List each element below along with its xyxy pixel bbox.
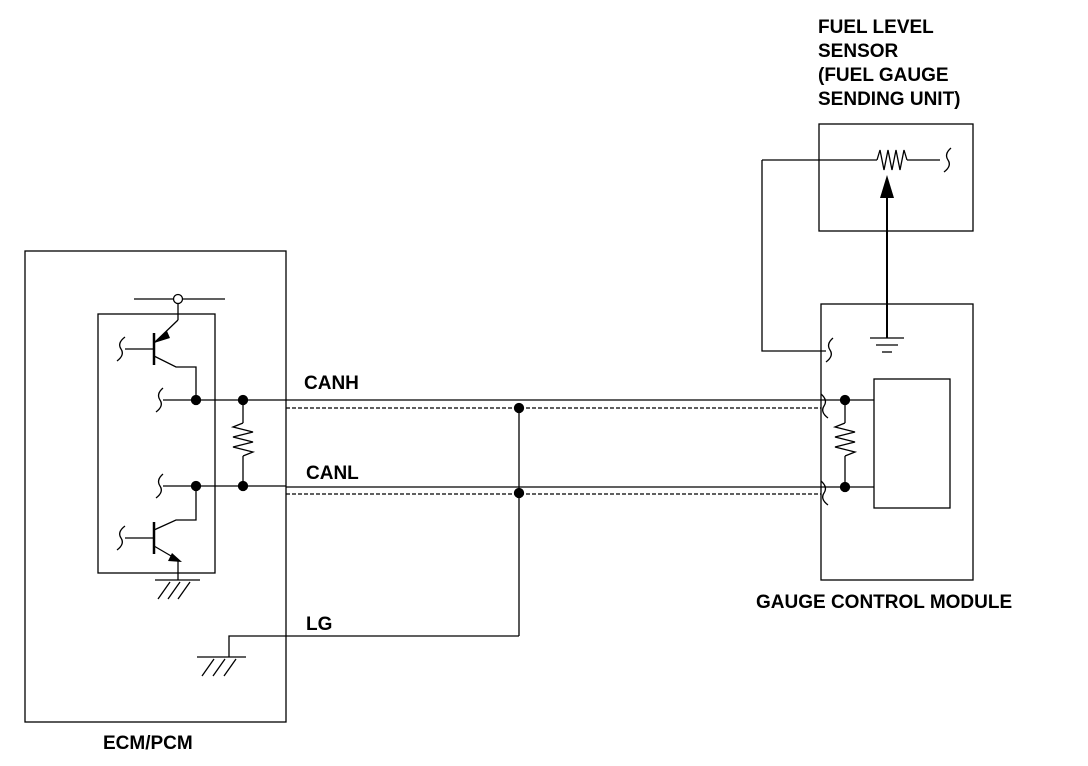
canl-label: CANL: [306, 463, 359, 484]
canh-internal-break-icon: [155, 387, 164, 413]
fuel-level-sensor: [762, 123, 974, 338]
ecm-ground-icon: [197, 656, 246, 677]
fuel-label-line-4: SENDING UNIT): [818, 89, 961, 110]
gauge-control-module: [820, 303, 974, 581]
canh-wire: [286, 399, 848, 409]
lower-transistor-icon: [116, 487, 197, 580]
supply-terminal: [172, 293, 184, 305]
canl-wire: [286, 486, 848, 495]
fuel-sensor-break-icon: [943, 147, 952, 173]
fuel-level-sensor-label: FUEL LEVEL SENSOR (FUEL GAUGE SENDING UN…: [818, 16, 961, 112]
can-transceiver-box: [97, 313, 216, 574]
fuel-label-line-3: (FUEL GAUGE: [818, 65, 949, 86]
fuel-sensor-box: [818, 123, 974, 232]
gcm-ground-icon: [870, 337, 904, 353]
ecm-pcm-label: ECM/PCM: [103, 733, 193, 754]
canh-label: CANH: [304, 373, 359, 394]
sensor-signal-wire: [761, 160, 826, 352]
fuel-label-line-2: SENSOR: [818, 41, 899, 62]
canl-gcm-break-icon: [820, 480, 829, 506]
gauge-module-box: [820, 303, 974, 581]
sensor-signal-break-icon: [825, 337, 834, 363]
canh-gcm-break-icon: [820, 393, 829, 419]
upper-transistor-icon: [116, 331, 197, 400]
lg-wire: [228, 402, 525, 657]
fuel-label-line-1: FUEL LEVEL: [818, 17, 934, 38]
fuel-sensor-resistor-icon: [876, 149, 908, 171]
lg-label: LG: [306, 614, 333, 635]
gauge-control-module-label: GAUGE CONTROL MODULE: [756, 592, 1013, 613]
wiper-arrow-icon: [880, 175, 894, 198]
transistor-ground-icon: [155, 579, 200, 600]
ecm-termination-resistor-icon: [230, 422, 256, 457]
gcm-termination-resistor-icon: [832, 422, 858, 457]
gauge-can-controller-box: [873, 378, 951, 509]
canl-internal-break-icon: [155, 473, 164, 499]
ecm-pcm-module: [24, 250, 287, 723]
